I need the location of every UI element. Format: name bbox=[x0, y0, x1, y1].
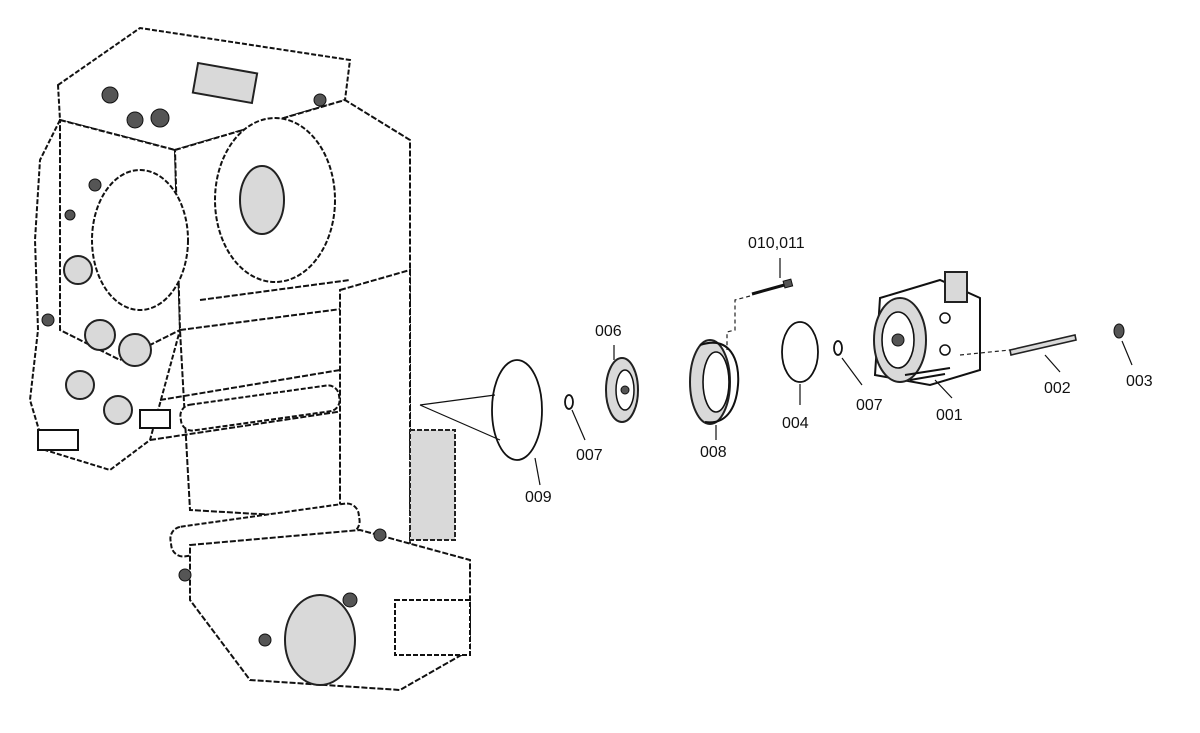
callout-001: 001 bbox=[936, 407, 963, 424]
part-004-oring: 004 bbox=[781, 321, 819, 432]
part-006-gear-disc: 006 bbox=[595, 323, 639, 423]
mounting-leader-lines bbox=[419, 394, 501, 441]
part-003-nut: 003 bbox=[1113, 323, 1153, 390]
callout-002: 002 bbox=[1044, 380, 1071, 397]
gearbox-housing bbox=[28, 26, 471, 692]
callout-010-011: 010,011 bbox=[748, 235, 805, 252]
callout-004: 004 bbox=[782, 415, 809, 432]
callout-003: 003 bbox=[1126, 373, 1153, 390]
callout-007-right: 007 bbox=[856, 397, 883, 414]
part-002-shaft: 002 bbox=[1009, 334, 1077, 397]
callout-008: 008 bbox=[700, 444, 727, 461]
part-010-011-bolt: 010,011 bbox=[726, 235, 805, 350]
part-001-pump: 001 bbox=[873, 271, 1011, 424]
callout-006: 006 bbox=[595, 323, 622, 340]
callout-007-left: 007 bbox=[576, 447, 603, 464]
part-009-oring: 009 bbox=[491, 359, 552, 506]
callout-009: 009 bbox=[525, 489, 552, 506]
part-007-small-ring-right: 007 bbox=[833, 340, 883, 414]
part-008-cover: 008 bbox=[689, 339, 740, 461]
part-007-small-ring-left: 007 bbox=[564, 394, 603, 464]
